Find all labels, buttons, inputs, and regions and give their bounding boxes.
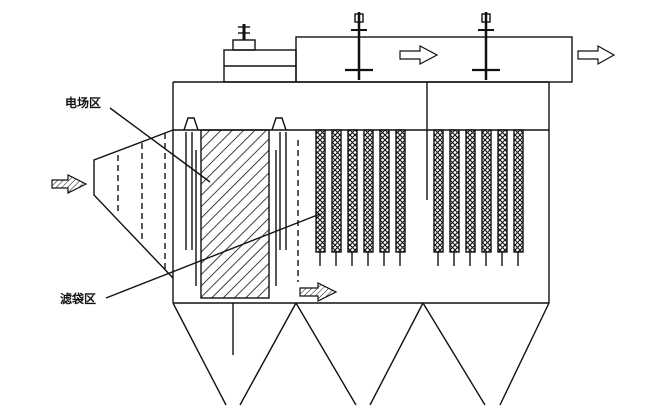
filter-bag-group-1 xyxy=(315,129,406,266)
poppet-valve-2 xyxy=(472,12,500,80)
inlet-flow-arrow-icon xyxy=(51,174,88,194)
insulator-left xyxy=(183,117,199,131)
filter-bag-group-2 xyxy=(433,129,524,266)
electric-field-zone xyxy=(183,117,299,299)
insulator-right xyxy=(271,117,287,131)
electric-field-label: 电场区 xyxy=(65,95,101,110)
ash-hoppers xyxy=(172,302,550,406)
filter-bag-label: 滤袋区 xyxy=(60,291,96,306)
inlet-transition xyxy=(93,129,174,279)
internal-flow-arrow-icon xyxy=(299,282,338,302)
poppet-valve-1 xyxy=(345,12,373,80)
leader-line-filter-bag xyxy=(105,213,321,299)
duct-flow-arrow-icon xyxy=(399,45,439,65)
leader-line-electric-field xyxy=(109,107,211,183)
outlet-duct xyxy=(295,36,573,130)
outlet-flow-arrow-icon xyxy=(577,44,616,66)
drive-unit xyxy=(223,24,297,83)
